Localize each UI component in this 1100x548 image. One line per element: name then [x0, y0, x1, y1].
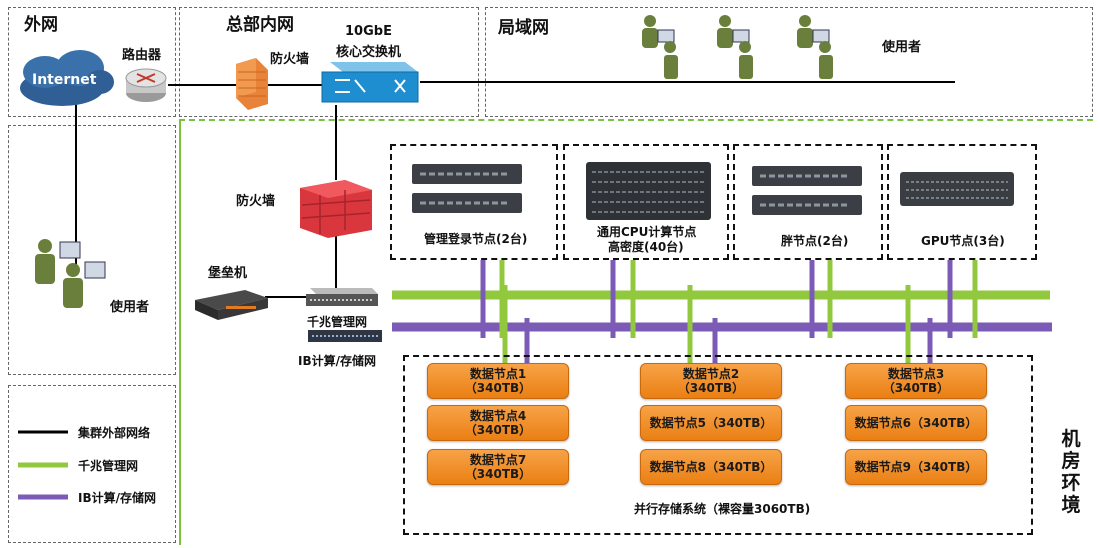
- data-node-8: 数据节点8（340TB）: [640, 449, 782, 485]
- internet-label: Internet: [32, 72, 97, 88]
- router-label: 路由器: [122, 48, 162, 63]
- ib-switch-label: IB计算/存储网: [298, 354, 376, 368]
- storage-system-box: [403, 355, 1033, 535]
- firewall-top-label: 防火墙: [270, 52, 310, 67]
- region-label-machine-room: 机房环境: [1061, 428, 1081, 516]
- storage-system-label: 并行存储系统（裸容量3060TB): [634, 502, 811, 516]
- router-icon: [125, 68, 167, 102]
- data-node-6: 数据节点6（340TB）: [845, 405, 987, 441]
- legend-gigabit-label: 千兆管理网: [78, 459, 139, 473]
- internet-cloud-icon: [20, 50, 114, 106]
- left-users-icon: [35, 239, 106, 308]
- fat-node-group: [733, 144, 883, 260]
- gigabit-switch-icon: [306, 288, 378, 306]
- core-switch-icon: [321, 62, 419, 103]
- region-label-external: 外网: [24, 15, 58, 35]
- bastion-label: 堡垒机: [208, 266, 248, 281]
- gpu-node-group: [887, 144, 1037, 260]
- lan-users-icon: [642, 15, 833, 79]
- data-node-7: 数据节点7（340TB）: [427, 449, 569, 485]
- left-users-label: 使用者: [110, 300, 150, 315]
- data-node-2: 数据节点2（340TB）: [640, 363, 782, 399]
- region-label-lan: 局域网: [498, 18, 549, 38]
- legend-ib-label: IB计算/存储网: [78, 491, 156, 505]
- cpu-node-group: [563, 144, 729, 260]
- ib-switch-icon: [308, 330, 382, 342]
- fat-node-server-icon: [752, 166, 862, 215]
- legend-external-label: 集群外部网络: [78, 426, 151, 440]
- legend-region: [8, 385, 176, 543]
- lan-users-label: 使用者: [882, 40, 922, 55]
- firewall-mid-icon: [300, 180, 372, 238]
- data-node-9: 数据节点9（340TB）: [845, 449, 987, 485]
- data-node-4: 数据节点4（340TB）: [427, 405, 569, 441]
- data-node-3: 数据节点3（340TB）: [845, 363, 987, 399]
- management-node-label: 管理登录节点(2台): [424, 232, 528, 246]
- core-switch-label-2: 核心交换机: [336, 45, 402, 60]
- machine-room-region: [179, 119, 1093, 545]
- hq-intranet-region: [179, 7, 479, 117]
- firewall-top-icon: [236, 58, 268, 110]
- gpu-node-label: GPU节点(3台): [921, 234, 1005, 248]
- data-node-5: 数据节点5（340TB）: [640, 405, 782, 441]
- gigabit-switch-label: 千兆管理网: [307, 315, 368, 329]
- lan-region: [485, 7, 1093, 117]
- external-network-region: [8, 7, 176, 117]
- bastion-host-icon: [195, 290, 268, 320]
- gpu-server-icon: [900, 172, 1014, 206]
- cpu-server-icon: [586, 162, 711, 220]
- data-node-1: 数据节点1（340TB）: [427, 363, 569, 399]
- left-users-region: [8, 125, 176, 375]
- core-switch-label-1: 10GbE: [345, 24, 392, 39]
- management-node-group: [390, 144, 558, 260]
- cpu-node-label-2: 高密度(40台): [608, 240, 684, 254]
- region-label-hq: 总部内网: [226, 15, 294, 35]
- management-server-icon: [412, 164, 522, 213]
- fat-node-label: 胖节点(2台): [781, 234, 849, 248]
- cpu-node-label-1: 通用CPU计算节点: [597, 225, 697, 239]
- firewall-mid-label: 防火墙: [236, 194, 276, 209]
